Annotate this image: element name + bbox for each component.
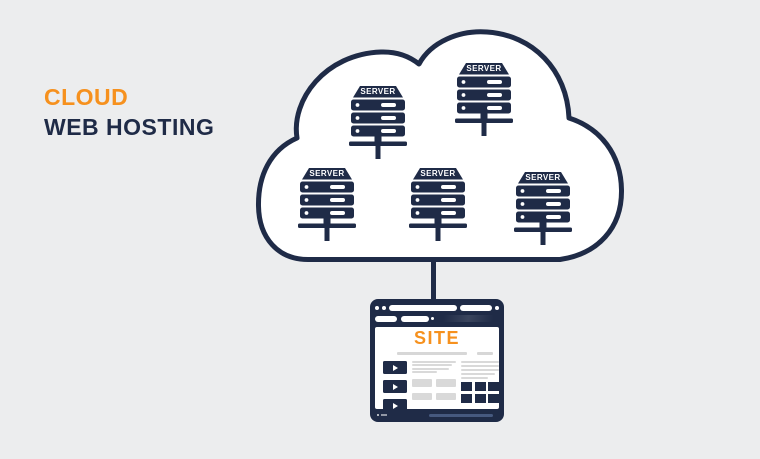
- browser-titlebar: [375, 304, 499, 311]
- tab-pill: [375, 315, 397, 322]
- server-icon: SERVER: [511, 171, 575, 247]
- play-button: [383, 399, 407, 409]
- server-label: SERVER: [309, 169, 345, 178]
- headline-line2: WEB HOSTING: [44, 114, 215, 140]
- placeholder-line: [461, 377, 488, 379]
- thumbnail-square: [461, 393, 472, 403]
- placeholder-pill: [436, 379, 456, 387]
- play-button: [383, 361, 407, 374]
- paragraph-lines: [461, 361, 499, 379]
- placeholder-line: [412, 367, 449, 370]
- site-page-content: SITE: [375, 327, 499, 409]
- window-dot-icon: [382, 305, 386, 310]
- site-title: SITE: [413, 328, 460, 348]
- status-dot-icon: [377, 414, 379, 416]
- play-triangle-icon: [393, 364, 398, 371]
- placeholder-line: [412, 371, 437, 374]
- headline-line1: CLOUD: [44, 84, 129, 110]
- server-label: SERVER: [420, 169, 456, 178]
- thumbnail-square: [474, 393, 486, 403]
- placeholder-line: [461, 361, 499, 363]
- statusbar-marks: [377, 414, 387, 416]
- placeholder-bar: [397, 352, 467, 355]
- thumbnail-grid: [461, 382, 499, 403]
- status-dash-icon: [381, 414, 387, 416]
- site-browser-window: SITE: [370, 299, 504, 422]
- site-body-grid: [383, 361, 499, 409]
- server-icon: SERVER: [346, 85, 410, 161]
- thumbnail-square: [488, 382, 499, 391]
- media-button-column: [383, 361, 407, 409]
- server-label: SERVER: [360, 87, 396, 96]
- placeholder-line: [461, 373, 496, 375]
- server-icon: SERVER: [452, 62, 516, 138]
- server-label: SERVER: [525, 173, 561, 182]
- placeholder-pill: [436, 392, 456, 401]
- toolbar-pill: [460, 304, 492, 311]
- paragraph-lines: [412, 361, 456, 374]
- play-triangle-icon: [393, 402, 398, 409]
- thumbnail-square: [488, 393, 499, 403]
- placeholder-pill: [412, 379, 432, 387]
- window-dot-icon: [375, 305, 379, 310]
- cursor-dot-icon: [431, 317, 434, 320]
- headline: CLOUD WEB HOSTING: [44, 82, 214, 142]
- placeholder-pill-row: [412, 392, 456, 401]
- placeholder-pill-row: [412, 379, 456, 387]
- thumbnail-square: [461, 382, 472, 391]
- sidebar-placeholder-column: [461, 361, 499, 409]
- server-label: SERVER: [466, 64, 502, 73]
- play-triangle-icon: [393, 383, 398, 390]
- window-dot-icon: [495, 305, 499, 310]
- thumbnail-square: [474, 382, 486, 391]
- text-placeholder-column: [412, 361, 456, 409]
- placeholder-line: [412, 364, 453, 367]
- scrollbar: [429, 414, 493, 417]
- placeholder-bar: [477, 352, 493, 355]
- placeholder-pill: [412, 392, 432, 401]
- placeholder-line: [461, 365, 499, 367]
- browser-statusbar: [375, 409, 499, 422]
- server-icon: SERVER: [406, 167, 470, 243]
- browser-tab-row: [375, 315, 499, 322]
- play-button: [383, 380, 407, 393]
- server-icon: SERVER: [295, 167, 359, 243]
- address-bar: [389, 304, 457, 311]
- site-subheading-bars: [397, 352, 497, 355]
- tab-pill: [401, 315, 429, 322]
- placeholder-line: [461, 369, 499, 371]
- placeholder-line: [412, 361, 456, 363]
